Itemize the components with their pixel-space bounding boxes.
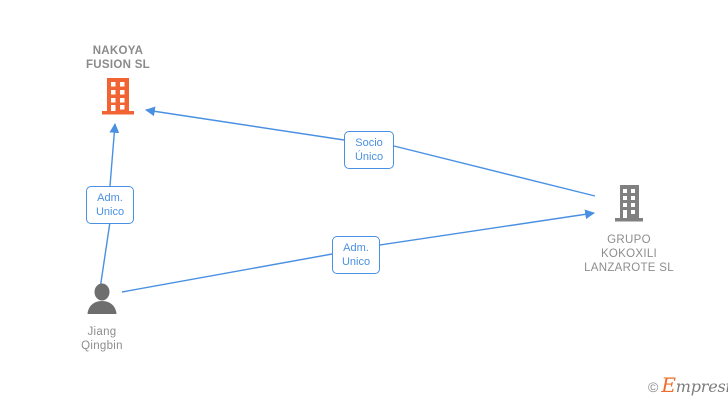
brand-initial: E bbox=[661, 373, 676, 397]
company-building-icon bbox=[610, 183, 648, 228]
edge-adm-nakoya-lower bbox=[99, 221, 111, 290]
brand-name: Empresia bbox=[661, 375, 728, 396]
edge-socio-unico-right bbox=[393, 145, 596, 197]
edge-socio-unico-left bbox=[145, 106, 345, 141]
edge-label-adm-unico-nakoya[interactable]: Adm. Unico bbox=[86, 186, 134, 224]
edge-label-socio-unico[interactable]: Socio Único bbox=[344, 131, 394, 169]
node-label-nakoya: NAKOYA FUSION SL bbox=[85, 45, 151, 71]
node-label-jiang: Jiang Qingbin bbox=[81, 326, 123, 352]
node-label-grupo: GRUPO KOKOXILI LANZAROTE SL bbox=[584, 234, 674, 274]
edge-label-adm-unico-grupo[interactable]: Adm. Unico bbox=[332, 236, 380, 274]
company-building-icon bbox=[99, 76, 137, 121]
brand-rest: mpresia bbox=[675, 377, 728, 396]
node-nakoya-fusion-sl[interactable]: NAKOYA FUSION SL bbox=[38, 44, 198, 121]
person-icon bbox=[82, 283, 122, 320]
node-jiang-qingbin[interactable]: Jiang Qingbin bbox=[22, 283, 182, 353]
empresia-watermark: © Empresia bbox=[648, 375, 728, 396]
edge-adm-grupo-left bbox=[121, 253, 333, 293]
edge-adm-nakoya-upper bbox=[109, 123, 120, 187]
copyright-icon: © bbox=[648, 379, 659, 395]
node-grupo-kokoxili-lanzarote-sl[interactable]: GRUPO KOKOXILI LANZAROTE SL bbox=[549, 183, 709, 275]
edge-adm-grupo-right bbox=[379, 209, 595, 246]
